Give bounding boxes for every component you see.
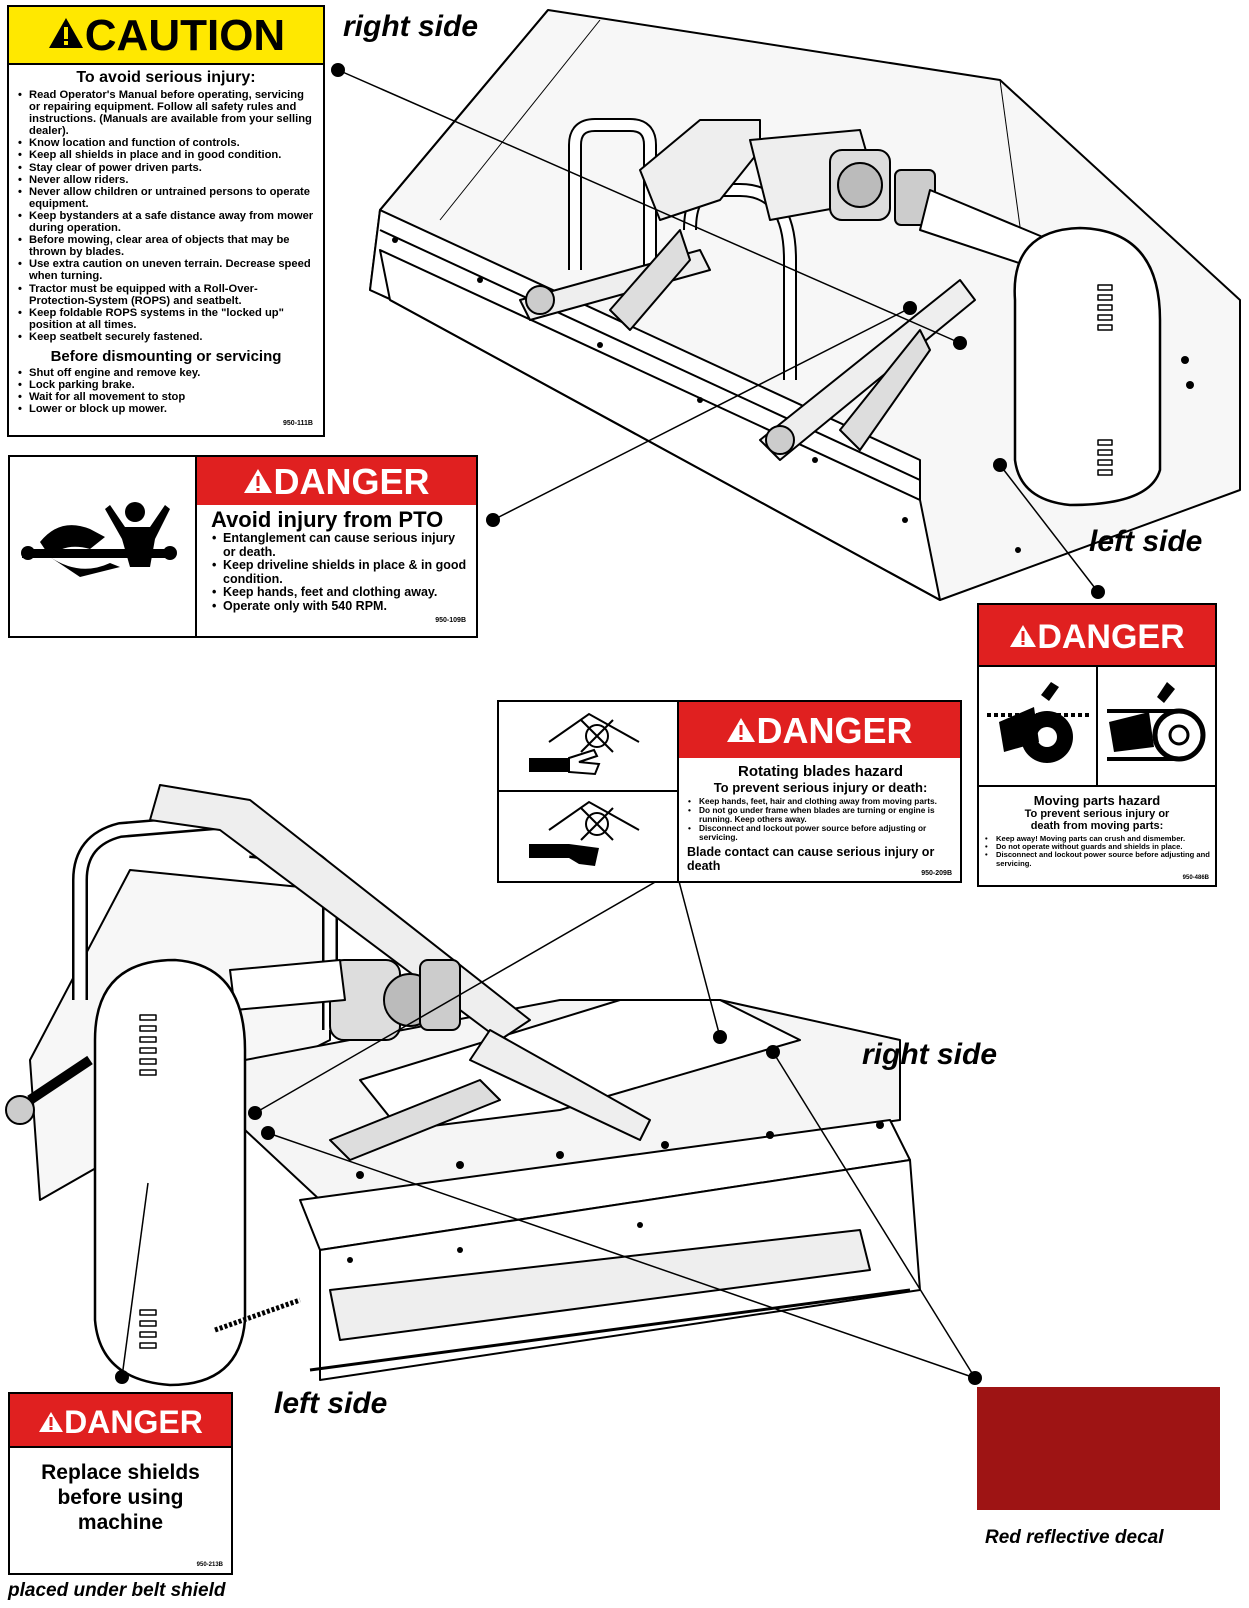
shield-text: Replace shields before using machine bbox=[41, 1461, 200, 1535]
caution-item: Tractor must be equipped with a Roll-Ove… bbox=[18, 283, 315, 307]
warning-triangle-icon bbox=[39, 1412, 64, 1432]
caution-subheading: Before dismounting or servicing bbox=[50, 347, 282, 365]
caution-code: 950-111B bbox=[283, 420, 313, 427]
blades-footer: Blade contact can cause serious injury o… bbox=[687, 844, 935, 873]
blades-title: Rotating blades hazard bbox=[737, 763, 904, 780]
foot-blade-icon bbox=[529, 800, 640, 866]
top-mower-drawing bbox=[369, 9, 1241, 601]
shield-code: 950-213B bbox=[196, 1562, 223, 1568]
caution-item: Stay clear of power driven parts. bbox=[18, 162, 315, 174]
blades-pictogram-top bbox=[499, 702, 679, 792]
moving-subtitle: To prevent serious injury or death from … bbox=[1024, 808, 1170, 832]
red-reflective-decal bbox=[977, 1387, 1220, 1510]
left-side-label-top: left side bbox=[1089, 525, 1203, 558]
caution-header-text: CAUTION bbox=[84, 11, 286, 60]
warning-triangle-icon bbox=[1010, 625, 1037, 647]
caution-decal: CAUTION To avoid serious injury: Read Op… bbox=[7, 5, 325, 437]
chain-and-belt-icon bbox=[987, 667, 1206, 785]
caution-item: Lower or block up mower. bbox=[18, 403, 315, 415]
blades-code: 950-209B bbox=[921, 870, 952, 877]
warning-triangle-icon bbox=[48, 18, 83, 48]
shield-header: DANGER bbox=[10, 1394, 231, 1448]
blades-danger-decal: DANGER Rotating blades hazard To prevent… bbox=[497, 700, 962, 883]
blades-list: Keep hands, feet, hair and clothing away… bbox=[687, 797, 954, 842]
pto-pictogram bbox=[10, 457, 197, 636]
pto-header-text: DANGER bbox=[273, 461, 430, 502]
left-side-label-bottom: left side bbox=[274, 1387, 388, 1420]
caution-list-2: Shut off engine and remove key. Lock par… bbox=[17, 367, 315, 415]
caution-item: Lock parking brake. bbox=[18, 379, 315, 391]
moving-item: Keep away! Moving parts can crush and di… bbox=[985, 834, 1210, 843]
bottom-mower-drawing bbox=[5, 784, 921, 1387]
right-side-label-top: right side bbox=[343, 10, 479, 43]
blades-subtitle: To prevent serious injury or death: bbox=[713, 780, 928, 795]
caution-item: Shut off engine and remove key. bbox=[18, 367, 315, 379]
blades-item: Keep hands, feet, hair and clothing away… bbox=[688, 797, 954, 806]
moving-item: Do not operate without guards and shield… bbox=[985, 842, 1210, 851]
moving-code: 950-486B bbox=[1182, 875, 1209, 881]
caution-item: Before mowing, clear area of objects tha… bbox=[18, 234, 315, 258]
shield-header-text: DANGER bbox=[64, 1404, 203, 1440]
blades-item: Disconnect and lockout power source befo… bbox=[688, 823, 954, 842]
moving-pictograms bbox=[979, 667, 1215, 787]
warning-triangle-icon bbox=[244, 469, 273, 493]
caution-list: Read Operator's Manual before operating,… bbox=[17, 89, 315, 343]
blades-header: DANGER bbox=[679, 702, 960, 758]
pto-item: Entanglement can cause serious injury or… bbox=[212, 531, 468, 559]
entanglement-icon bbox=[21, 502, 177, 577]
blades-item: Do not go under frame when blades are tu… bbox=[688, 805, 954, 824]
moving-header: DANGER bbox=[979, 605, 1215, 667]
caution-item: Keep foldable ROPS systems in the "locke… bbox=[18, 307, 315, 331]
moving-item: Disconnect and lockout power source befo… bbox=[985, 851, 1210, 868]
caution-item: Never allow riders. bbox=[18, 174, 315, 186]
blades-header-text: DANGER bbox=[756, 710, 913, 751]
pto-item: Keep driveline shields in place & in goo… bbox=[212, 558, 468, 586]
caution-item: Never allow children or untrained person… bbox=[18, 186, 315, 210]
caution-item: Use extra caution on uneven terrain. Dec… bbox=[18, 258, 315, 282]
pto-item: Keep hands, feet and clothing away. bbox=[212, 586, 468, 600]
right-side-label-bottom: right side bbox=[862, 1038, 998, 1071]
moving-title: Moving parts hazard bbox=[1033, 793, 1161, 808]
pto-danger-decal: DANGER Avoid injury from PTO Entanglemen… bbox=[8, 455, 478, 638]
moving-header-text: DANGER bbox=[1037, 618, 1185, 656]
under-belt-shield-caption: placed under belt shield bbox=[8, 1580, 226, 1601]
leader-lines bbox=[121, 69, 1099, 1379]
caution-item: Read Operator's Manual before operating,… bbox=[18, 89, 315, 137]
pto-item: Operate only with 540 RPM. bbox=[212, 599, 468, 614]
hand-blade-icon bbox=[529, 712, 640, 776]
caution-item: Know location and function of controls. bbox=[18, 137, 315, 149]
caution-item: Wait for all movement to stop bbox=[18, 391, 315, 403]
caution-header: CAUTION bbox=[9, 7, 323, 65]
caution-item: Keep bystanders at a safe distance away … bbox=[18, 210, 315, 234]
caution-item: Keep all shields in place and in good co… bbox=[18, 149, 315, 161]
caution-item: Keep seatbelt securely fastened. bbox=[18, 331, 315, 343]
moving-list: Keep away! Moving parts can crush and di… bbox=[984, 834, 1210, 868]
pto-title: Avoid injury from PTO bbox=[211, 507, 444, 532]
caution-heading: To avoid serious injury: bbox=[76, 69, 256, 86]
replace-shields-danger-decal: DANGER Replace shields before using mach… bbox=[8, 1392, 233, 1575]
reflective-decal-caption: Red reflective decal bbox=[985, 1527, 1164, 1548]
blades-pictogram-bottom bbox=[499, 792, 679, 881]
pto-code: 950-109B bbox=[435, 617, 466, 624]
pto-list: Entanglement can cause serious injury or… bbox=[211, 531, 468, 614]
pto-header: DANGER bbox=[197, 457, 476, 505]
warning-triangle-icon bbox=[727, 718, 756, 742]
moving-parts-danger-decal: DANGER Moving parts hazard To prevent se… bbox=[977, 603, 1217, 887]
